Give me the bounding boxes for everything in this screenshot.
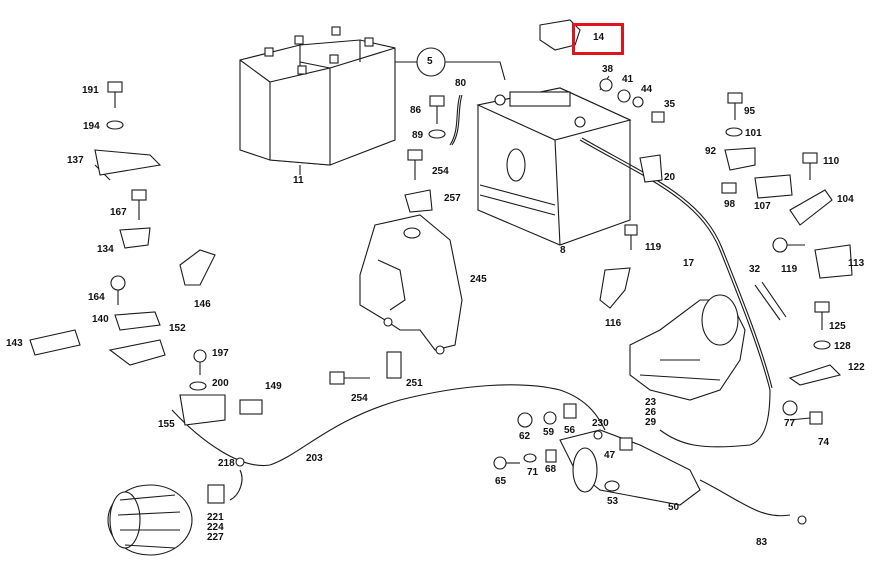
- label-92: 92: [705, 146, 717, 157]
- label-77: 77: [784, 418, 796, 429]
- small-parts: [29, 19, 853, 525]
- label-86: 86: [410, 105, 422, 116]
- label-254-top: 254: [432, 166, 449, 177]
- label-245: 245: [470, 274, 487, 285]
- label-194: 194: [83, 121, 100, 132]
- label-56: 56: [564, 425, 576, 436]
- label-110: 110: [823, 156, 840, 167]
- label-191: 191: [82, 85, 99, 96]
- label-140: 140: [92, 314, 109, 325]
- label-89: 89: [412, 130, 424, 141]
- label-143: 143: [6, 338, 23, 349]
- label-62: 62: [519, 431, 531, 442]
- label-20: 20: [664, 172, 676, 183]
- label-8: 8: [560, 245, 566, 256]
- label-257: 257: [444, 193, 461, 204]
- label-149: 149: [265, 381, 282, 392]
- label-104: 104: [837, 194, 854, 205]
- label-146: 146: [194, 299, 211, 310]
- label-23: 23: [645, 397, 657, 408]
- label-83: 83: [756, 537, 768, 548]
- label-164: 164: [88, 292, 105, 303]
- label-26: 26: [645, 407, 657, 418]
- label-254-bottom: 254: [351, 393, 368, 404]
- label-137: 137: [67, 155, 84, 166]
- label-128: 128: [834, 341, 851, 352]
- battery-8-drawing: [476, 87, 632, 246]
- label-221: 221: [207, 512, 224, 523]
- label-14[interactable]: 14: [593, 32, 605, 43]
- callout-circle-5: [416, 47, 446, 77]
- label-122: 122: [848, 362, 865, 373]
- label-47: 47: [604, 450, 616, 461]
- starter-drawing: [559, 294, 746, 506]
- label-224: 224: [207, 522, 224, 533]
- label-251: 251: [406, 378, 423, 389]
- label-32: 32: [749, 264, 761, 275]
- label-41: 41: [622, 74, 634, 85]
- label-227: 227: [207, 532, 224, 543]
- label-134: 134: [97, 244, 114, 255]
- highlight-box: [572, 23, 624, 55]
- label-101: 101: [745, 128, 762, 139]
- label-38: 38: [602, 64, 614, 75]
- label-113: 113: [848, 258, 865, 269]
- label-107: 107: [754, 201, 771, 212]
- label-11: 11: [293, 175, 304, 186]
- label-68: 68: [545, 464, 557, 475]
- label-74: 74: [818, 437, 830, 448]
- label-59: 59: [543, 427, 555, 438]
- label-80: 80: [455, 78, 467, 89]
- label-95: 95: [744, 106, 756, 117]
- label-53: 53: [607, 496, 619, 507]
- label-203: 203: [306, 453, 323, 464]
- label-230: 230: [592, 418, 609, 429]
- label-197: 197: [212, 348, 229, 359]
- label-155: 155: [158, 419, 175, 430]
- label-71: 71: [527, 467, 539, 478]
- label-98: 98: [724, 199, 736, 210]
- containers-11-drawing: [239, 26, 396, 166]
- shield-245-drawing: [359, 214, 463, 355]
- label-125: 125: [829, 321, 846, 332]
- label-218: 218: [218, 458, 235, 469]
- label-65: 65: [495, 476, 507, 487]
- label-167: 167: [110, 207, 127, 218]
- label-29: 29: [645, 417, 657, 428]
- alternator-drawing: [107, 484, 193, 556]
- label-44: 44: [641, 84, 653, 95]
- label-5: 5: [427, 56, 433, 67]
- label-50: 50: [668, 502, 680, 513]
- label-119-right: 119: [781, 264, 798, 275]
- label-116: 116: [605, 318, 622, 329]
- label-17: 17: [683, 258, 695, 269]
- label-119-center: 119: [645, 242, 662, 253]
- label-152: 152: [169, 323, 186, 334]
- label-35: 35: [664, 99, 676, 110]
- label-200: 200: [212, 378, 229, 389]
